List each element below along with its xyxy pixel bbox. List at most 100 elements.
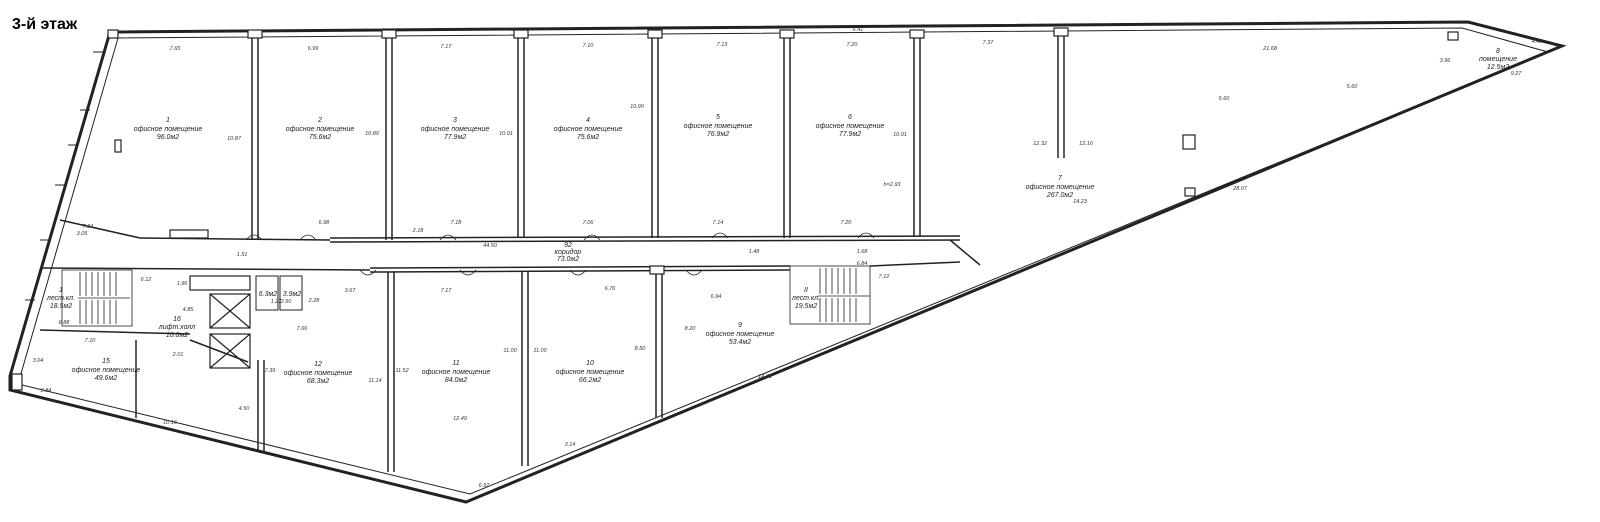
- partitions-bottom: [39, 272, 663, 472]
- svg-text:12.5м2: 12.5м2: [1487, 64, 1509, 71]
- svg-text:5.60: 5.60: [1219, 96, 1231, 102]
- svg-text:офисное помещение: офисное помещение: [556, 369, 625, 376]
- svg-text:8: 8: [1496, 48, 1500, 55]
- svg-text:7.65: 7.65: [170, 46, 182, 52]
- dimension-labels: 7.65 6.99 7.17 7.10 7.13 7.20 7.37 21.68…: [33, 27, 1544, 489]
- stair-right: [789, 265, 871, 325]
- svg-text:1.96: 1.96: [177, 281, 189, 287]
- svg-text:12.49: 12.49: [453, 416, 467, 422]
- svg-text:1: 1: [59, 287, 63, 294]
- svg-text:6.88: 6.88: [59, 320, 71, 326]
- svg-text:19.5м2: 19.5м2: [795, 303, 817, 310]
- svg-text:28.07: 28.07: [1232, 186, 1248, 192]
- svg-text:офисное помещение: офисное помещение: [422, 369, 491, 376]
- columns: [11, 27, 1459, 391]
- svg-text:3.67: 3.67: [345, 288, 357, 294]
- elevators: [189, 275, 251, 369]
- svg-text:66.2м2: 66.2м2: [579, 377, 601, 384]
- svg-text:офисное помещение: офисное помещение: [706, 331, 775, 338]
- svg-text:7.17: 7.17: [441, 44, 453, 50]
- svg-text:4.85: 4.85: [183, 307, 195, 313]
- svg-text:8.50: 8.50: [635, 346, 647, 352]
- svg-text:92: 92: [564, 242, 572, 249]
- svg-text:53.4м2: 53.4м2: [729, 339, 751, 346]
- svg-text:75.6м2: 75.6м2: [577, 134, 599, 141]
- svg-text:10.87: 10.87: [227, 136, 242, 142]
- svg-text:267.0м2: 267.0м2: [1046, 192, 1073, 199]
- svg-text:15: 15: [102, 358, 110, 365]
- svg-text:11.52: 11.52: [395, 368, 408, 374]
- svg-text:11: 11: [452, 360, 459, 367]
- svg-text:14.31: 14.31: [758, 374, 772, 380]
- svg-text:6.12: 6.12: [141, 277, 152, 283]
- svg-text:6.3м2: 6.3м2: [259, 291, 278, 298]
- svg-text:1.68: 1.68: [857, 249, 869, 255]
- svg-text:9: 9: [738, 322, 742, 329]
- svg-text:7.37: 7.37: [983, 40, 995, 46]
- svg-text:14.23: 14.23: [1073, 199, 1088, 205]
- svg-text:7.20: 7.20: [841, 220, 853, 226]
- svg-text:10.16: 10.16: [163, 420, 178, 426]
- svg-text:7.10: 7.10: [583, 43, 595, 49]
- svg-text:офисное помещение: офисное помещение: [684, 123, 753, 130]
- svg-text:5.60: 5.60: [1347, 84, 1359, 90]
- svg-text:11.00: 11.00: [533, 348, 547, 354]
- svg-text:6.98: 6.98: [319, 220, 331, 226]
- svg-text:6.84: 6.84: [857, 261, 868, 267]
- svg-text:7.10: 7.10: [85, 338, 97, 344]
- svg-text:лест.кл.: лест.кл.: [791, 295, 820, 302]
- svg-text:11.00: 11.00: [503, 348, 517, 354]
- svg-text:6: 6: [848, 114, 852, 121]
- page-title: 3-й этаж: [12, 16, 78, 33]
- svg-text:76.9м2: 76.9м2: [707, 131, 729, 138]
- svg-text:10.90: 10.90: [630, 104, 645, 110]
- svg-text:10.0м2: 10.0м2: [166, 332, 188, 339]
- svg-text:1: 1: [166, 117, 170, 124]
- svg-text:10.89: 10.89: [365, 131, 379, 137]
- svg-text:75.6м2: 75.6м2: [309, 134, 331, 141]
- svg-text:2.28: 2.28: [308, 298, 321, 304]
- svg-text:5: 5: [716, 114, 720, 121]
- svg-text:3.04: 3.04: [33, 358, 44, 364]
- svg-text:7.20: 7.20: [847, 42, 859, 48]
- svg-text:2: 2: [317, 117, 322, 124]
- svg-text:44.50: 44.50: [483, 243, 498, 249]
- svg-text:10.91: 10.91: [893, 132, 907, 138]
- window-marks: [25, 51, 103, 301]
- svg-text:1.51: 1.51: [237, 252, 248, 258]
- svg-text:2.01: 2.01: [172, 352, 184, 358]
- svg-text:49.6м2: 49.6м2: [95, 375, 117, 382]
- svg-text:7.66: 7.66: [297, 326, 309, 332]
- svg-text:12.16: 12.16: [1079, 141, 1094, 147]
- svg-text:лифт.холл: лифт.холл: [158, 324, 195, 331]
- svg-text:офисное помещение: офисное помещение: [134, 126, 203, 133]
- door-swings: [245, 232, 875, 276]
- svg-text:2.84: 2.84: [40, 388, 52, 394]
- svg-text:офисное помещение: офисное помещение: [554, 126, 623, 133]
- svg-text:10.91: 10.91: [499, 131, 513, 137]
- svg-text:4.40: 4.40: [1532, 39, 1544, 45]
- partitions-top: [251, 34, 1065, 240]
- svg-text:6.41: 6.41: [853, 27, 864, 33]
- wc-rooms: [255, 275, 303, 311]
- svg-text:18.5м2: 18.5м2: [50, 303, 72, 310]
- svg-text:офисное помещение: офисное помещение: [816, 123, 885, 130]
- svg-text:7.18: 7.18: [451, 220, 463, 226]
- stair-left: [61, 269, 133, 327]
- svg-text:4: 4: [586, 117, 590, 124]
